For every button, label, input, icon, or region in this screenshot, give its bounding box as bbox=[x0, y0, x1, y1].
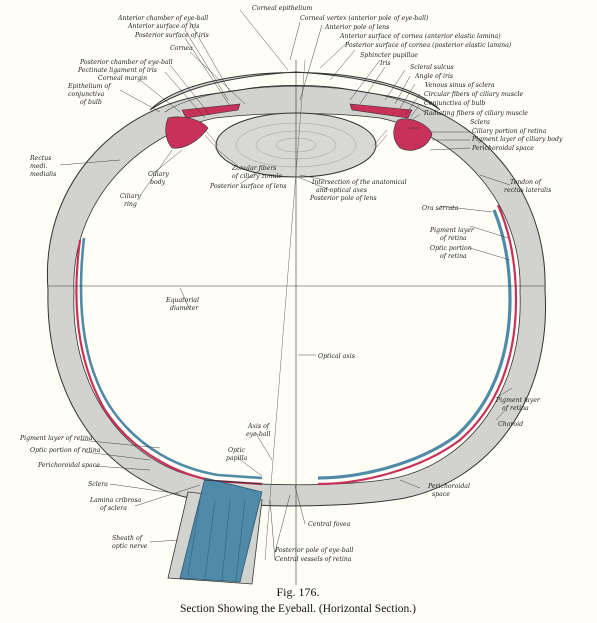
label-perichoroidal-space-right2-1: Perichoroidal bbox=[427, 483, 470, 490]
label-anterior-chamber: Anterior chamber of eye-ball bbox=[117, 15, 208, 22]
label-ciliary-ring-2: ring bbox=[124, 201, 137, 208]
label-tendon-rectus-lateralis-2: rectus lateralis bbox=[504, 187, 551, 194]
label-circular-fibers: Circular fibers of ciliary muscle bbox=[424, 91, 524, 98]
label-ciliary-body-1: Ciliary bbox=[148, 171, 169, 178]
label-posterior-chamber: Posterior chamber of eye-ball bbox=[79, 59, 173, 66]
label-perichoroidal-space-left: Perichoroidal space bbox=[37, 462, 100, 469]
label-sclera-right: Sclera bbox=[470, 119, 490, 126]
label-sphincter-pupillae: Sphincter pupillae bbox=[360, 52, 418, 59]
label-anterior-pole-of-lens: Anterior pole of lens bbox=[324, 24, 389, 31]
label-axis-of-eyeball-2: eye-ball bbox=[246, 431, 271, 438]
label-rectus-medialis-2: medi. bbox=[30, 163, 47, 170]
label-corneal-margin: Corneal margin bbox=[98, 75, 147, 82]
figure-caption: Section Showing the Eyeball. (Horizontal… bbox=[180, 603, 416, 615]
label-cornea: Cornea bbox=[170, 45, 193, 52]
label-ciliary-ring-1: Ciliary bbox=[120, 193, 141, 200]
label-anterior-surface-cornea: Anterior surface of cornea (anterior ela… bbox=[339, 33, 501, 40]
label-pigment-layer-retina-left: Pigment layer of retina bbox=[19, 435, 93, 442]
label-axis-of-eyeball-1: Axis of bbox=[247, 423, 271, 430]
label-optic-papilla-1: Optic bbox=[228, 447, 245, 454]
label-pectinate-ligament: Pectinate ligament of iris bbox=[77, 67, 157, 74]
label-sheath-optic-nerve-1: Sheath of bbox=[112, 535, 144, 542]
label-ciliary-portion-retina: Ciliary portion of retina bbox=[472, 128, 547, 135]
label-rectus-medialis-1: Rectus bbox=[29, 155, 51, 162]
label-posterior-surface-iris: Posterior surface of iris bbox=[134, 32, 209, 39]
label-lamina-cribrosa-2: of sclera bbox=[100, 505, 127, 512]
label-sclera-left: Sclera bbox=[88, 481, 108, 488]
label-sheath-optic-nerve-2: optic nerve bbox=[112, 543, 148, 550]
label-ciliary-body-2: body bbox=[150, 179, 166, 186]
label-optical-axis: Optical axis bbox=[318, 353, 355, 360]
label-lamina-cribrosa-1: Lamina cribrosa bbox=[89, 497, 142, 504]
label-pigment-layer-retina-right-1: Pigment layer bbox=[429, 227, 475, 234]
figure-number: Fig. 176. bbox=[276, 585, 319, 599]
label-ora-serrata: Ora serrata bbox=[422, 205, 459, 212]
label-epithelium-conjunctiva-1: Epithelium of bbox=[67, 83, 112, 90]
label-intersection-1: Intersection of the anatomical bbox=[311, 179, 407, 186]
label-pigment-layer-ciliary-body: Pigment layer of ciliary body bbox=[471, 136, 563, 143]
label-central-vessels-retina: Central vessels of retina bbox=[275, 556, 352, 563]
label-posterior-pole-lens: Posterior pole of lens bbox=[309, 195, 377, 202]
label-equatorial-diameter-2: diameter bbox=[170, 305, 199, 312]
label-angle-of-iris: Angle of iris bbox=[414, 73, 453, 80]
label-scleral-sulcus: Scleral sulcus bbox=[410, 64, 454, 71]
label-posterior-surface-cornea: Posterior surface of cornea (posterior e… bbox=[344, 42, 512, 49]
label-posterior-surface-lens: Posterior surface of lens bbox=[209, 183, 287, 190]
label-posterior-pole-eyeball: Posterior pole of eye-ball bbox=[274, 547, 353, 554]
label-epithelium-conjunctiva-2: conjunctiva bbox=[68, 91, 104, 98]
label-iris: Iris bbox=[379, 60, 391, 67]
label-pigment-layer-retina-right2-1: Pigment layer bbox=[495, 397, 541, 404]
label-optic-portion-retina-right-2: of retina bbox=[440, 253, 467, 260]
label-zonular-fibers-1: Zonular fibers bbox=[231, 165, 276, 172]
label-venous-sinus: Venous sinus of sclera bbox=[425, 82, 495, 89]
label-central-fovea: Central fovea bbox=[308, 521, 351, 528]
label-perichoroidal-space-right2-2: space bbox=[432, 491, 450, 498]
label-optic-portion-retina-right-1: Optic portion bbox=[430, 245, 472, 252]
label-perichoroidal-space-right: Perichoroidal space bbox=[471, 145, 534, 152]
label-pigment-layer-retina-right2-2: of retina bbox=[502, 405, 529, 412]
label-zonular-fibers-2: of ciliary zonule bbox=[232, 173, 282, 180]
label-conjunctiva-bulb-right: Conjunctiva of bulb bbox=[424, 100, 485, 107]
label-rectus-medialis-3: medialis bbox=[30, 171, 56, 178]
label-choroid: Choroid bbox=[498, 421, 523, 428]
label-epithelium-conjunctiva-3: of bulb bbox=[80, 99, 102, 106]
label-corneal-vertex: Corneal vertex (anterior pole of eye-bal… bbox=[300, 15, 429, 22]
label-optic-portion-retina-left: Optic portion of retina bbox=[30, 447, 101, 454]
label-tendon-rectus-lateralis-1: Tendon of bbox=[510, 179, 543, 186]
label-anterior-surface-iris: Anterior surface of iris bbox=[127, 23, 199, 30]
label-corneal-epithelium: Corneal epithelium bbox=[252, 5, 312, 12]
label-optic-papilla-2: papilla bbox=[226, 455, 248, 462]
label-radiating-fibers: Radiating fibers of ciliary muscle bbox=[423, 110, 528, 117]
label-equatorial-diameter-1: Equatorial bbox=[165, 297, 199, 304]
label-intersection-2: and optical axes bbox=[316, 187, 367, 194]
label-pigment-layer-retina-right-2: of retina bbox=[440, 235, 467, 242]
